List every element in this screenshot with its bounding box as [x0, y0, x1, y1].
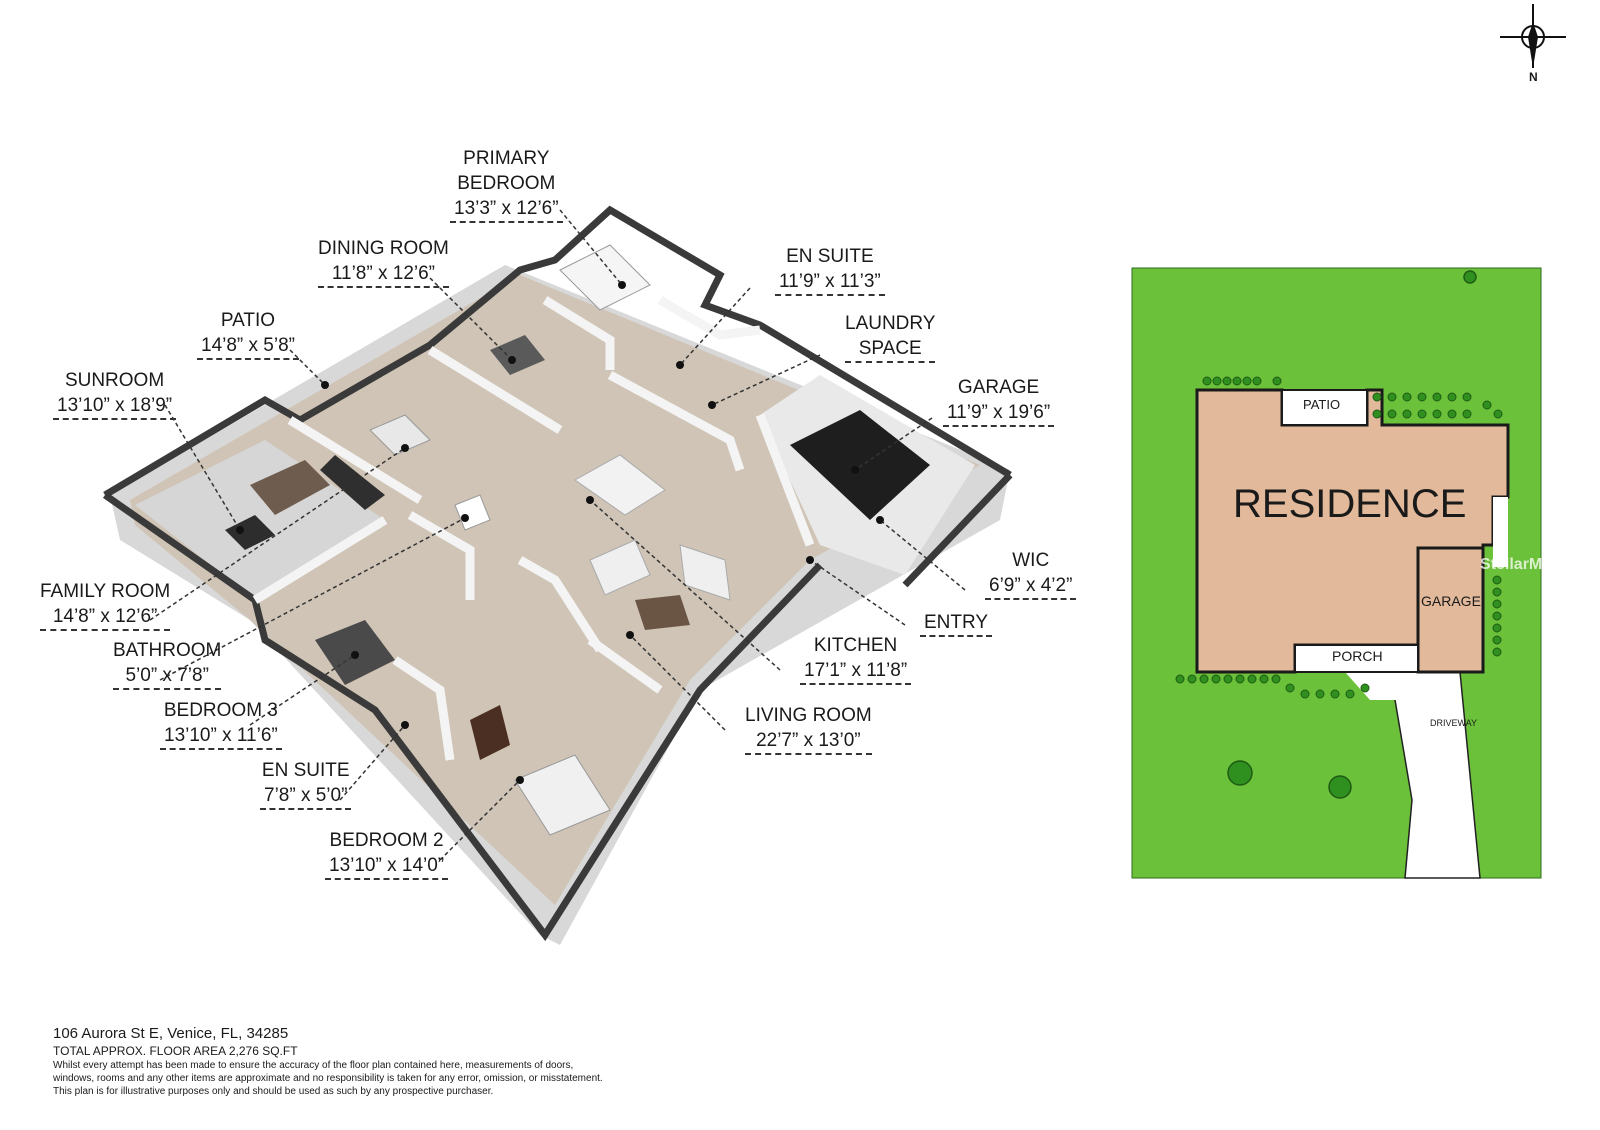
- room-name: EN SUITE: [261, 760, 350, 781]
- room-name: LIVING ROOM: [745, 705, 872, 726]
- family-table: [369, 414, 431, 456]
- room-name: FAMILY ROOM: [40, 581, 171, 602]
- living-sofa-1: [589, 539, 651, 596]
- room-name: BEDROOM 2: [329, 830, 444, 851]
- room-label-en-suite-2: EN SUITE 7’8” x 5’0”: [260, 758, 352, 810]
- room-name: PRIMARY: [463, 148, 550, 169]
- garage-label: GARAGE: [1421, 593, 1481, 609]
- room-name: KITCHEN: [813, 635, 898, 656]
- room-label-bedroom-2: BEDROOM 2 13’10” x 14’0”: [325, 828, 449, 880]
- room-label-garage: GARAGE 11’9” x 19’6”: [943, 375, 1055, 427]
- room-dims: 11’9” x 11’3”: [775, 269, 885, 296]
- sunroom-table: [225, 515, 275, 550]
- living-sofa-2: [679, 544, 731, 601]
- room-dims: 11’8” x 12’6”: [318, 261, 449, 288]
- garage-area: [1416, 546, 1485, 674]
- patio-area: [1281, 389, 1368, 426]
- room-name: DINING ROOM: [318, 238, 449, 259]
- room-dims: 14’8” x 5’8”: [197, 333, 299, 360]
- room-name: BATHROOM: [113, 640, 222, 661]
- room-label-kitchen: KITCHEN 17’1” x 11’8”: [800, 633, 912, 685]
- room-name: ENTRY: [920, 610, 993, 637]
- family-sofa: [320, 455, 385, 510]
- sunroom-sofa: [250, 460, 330, 515]
- room-name: SUNROOM: [64, 370, 165, 391]
- room-dims: 13’3” x 12’6”: [450, 196, 563, 223]
- east-path: [1493, 497, 1508, 567]
- room-label-dining-room: DINING ROOM 11’8” x 12’6”: [318, 236, 449, 288]
- room-name-2: SPACE: [845, 336, 936, 363]
- disclaimer-line-2: windows, rooms and any other items are a…: [53, 1073, 603, 1084]
- porch-label: PORCH: [1332, 648, 1383, 664]
- room-dims: 13’10” x 14’0”: [325, 853, 449, 880]
- room-name-2: BEDROOM: [457, 173, 556, 194]
- furniture: [225, 244, 930, 836]
- north-label: N: [1529, 70, 1538, 84]
- living-table: [635, 595, 690, 630]
- room-label-primary-bedroom: PRIMARY BEDROOM 13’3” x 12’6”: [450, 146, 563, 223]
- room-label-entry: ENTRY: [920, 610, 993, 637]
- north-compass-icon: [1500, 4, 1566, 68]
- porch-area: [1294, 644, 1419, 673]
- room-dims: 13’10” x 11’6”: [160, 723, 282, 750]
- kitchen-island: [574, 454, 666, 516]
- room-name: WIC: [1012, 550, 1050, 571]
- room-dims: 7’8” x 5’0”: [260, 783, 352, 810]
- bedroom2-bed: [514, 754, 611, 836]
- room-name: EN SUITE: [786, 246, 874, 267]
- room-dims: 17’1” x 11’8”: [800, 658, 912, 685]
- watermark: StellarMLS: [1480, 556, 1563, 573]
- footer: 106 Aurora St E, Venice, FL, 34285 TOTAL…: [53, 1024, 693, 1098]
- primary-bed: [559, 244, 651, 311]
- room-name: BEDROOM 3: [163, 700, 278, 721]
- address: 106 Aurora St E, Venice, FL, 34285: [53, 1025, 289, 1042]
- room-name: LAUNDRY: [845, 313, 936, 334]
- shrubs: [1175, 376, 1503, 699]
- trees: [1227, 270, 1477, 799]
- room-dims: 22’7” x 13’0”: [745, 728, 872, 755]
- site-plan: [1131, 267, 1542, 879]
- disclaimer-line-3: This plan is for illustrative purposes o…: [53, 1086, 494, 1097]
- room-label-wic: WIC 6’9” x 4’2”: [985, 548, 1077, 600]
- room-label-living-room: LIVING ROOM 22’7” x 13’0”: [745, 703, 872, 755]
- disclaimer-line-1: Whilst every attempt has been made to en…: [53, 1060, 574, 1071]
- driveway-label: DRIVEWAY: [1430, 718, 1478, 728]
- room-name: PATIO: [220, 310, 276, 331]
- room-label-en-suite-primary: EN SUITE 11’9” x 11’3”: [775, 244, 885, 296]
- dining-table: [490, 335, 545, 375]
- room-name: GARAGE: [957, 377, 1040, 398]
- room-label-family-room: FAMILY ROOM 14’8” x 12’6”: [40, 579, 171, 631]
- room-label-sunroom: SUNROOM 13’10” x 18’9”: [53, 368, 177, 420]
- room-label-patio: PATIO 14’8” x 5’8”: [197, 308, 299, 360]
- bedroom2-dresser: [470, 705, 510, 760]
- patio-label: PATIO: [1303, 397, 1341, 412]
- room-label-bathroom: BATHROOM 5’0” x 7’8”: [113, 638, 222, 690]
- residence-label: RESIDENCE: [1233, 482, 1467, 526]
- room-label-laundry-space: LAUNDRY SPACE: [845, 311, 936, 363]
- room-markers: [236, 281, 884, 784]
- room-dims: 13’10” x 18’9”: [53, 393, 177, 420]
- car: [790, 410, 930, 520]
- room-label-bedroom-3: BEDROOM 3 13’10” x 11’6”: [160, 698, 282, 750]
- room-dims: 6’9” x 4’2”: [985, 573, 1077, 600]
- walkway: [1345, 672, 1400, 700]
- leader-lines: [149, 209, 966, 861]
- floor-area: TOTAL APPROX. FLOOR AREA 2,276 SQ.FT: [53, 1044, 298, 1058]
- room-dims: 14’8” x 12’6”: [40, 604, 171, 631]
- interior-walls: [252, 296, 815, 761]
- room-dims: 11’9” x 19’6”: [943, 400, 1055, 427]
- room-dims: 5’0” x 7’8”: [113, 663, 222, 690]
